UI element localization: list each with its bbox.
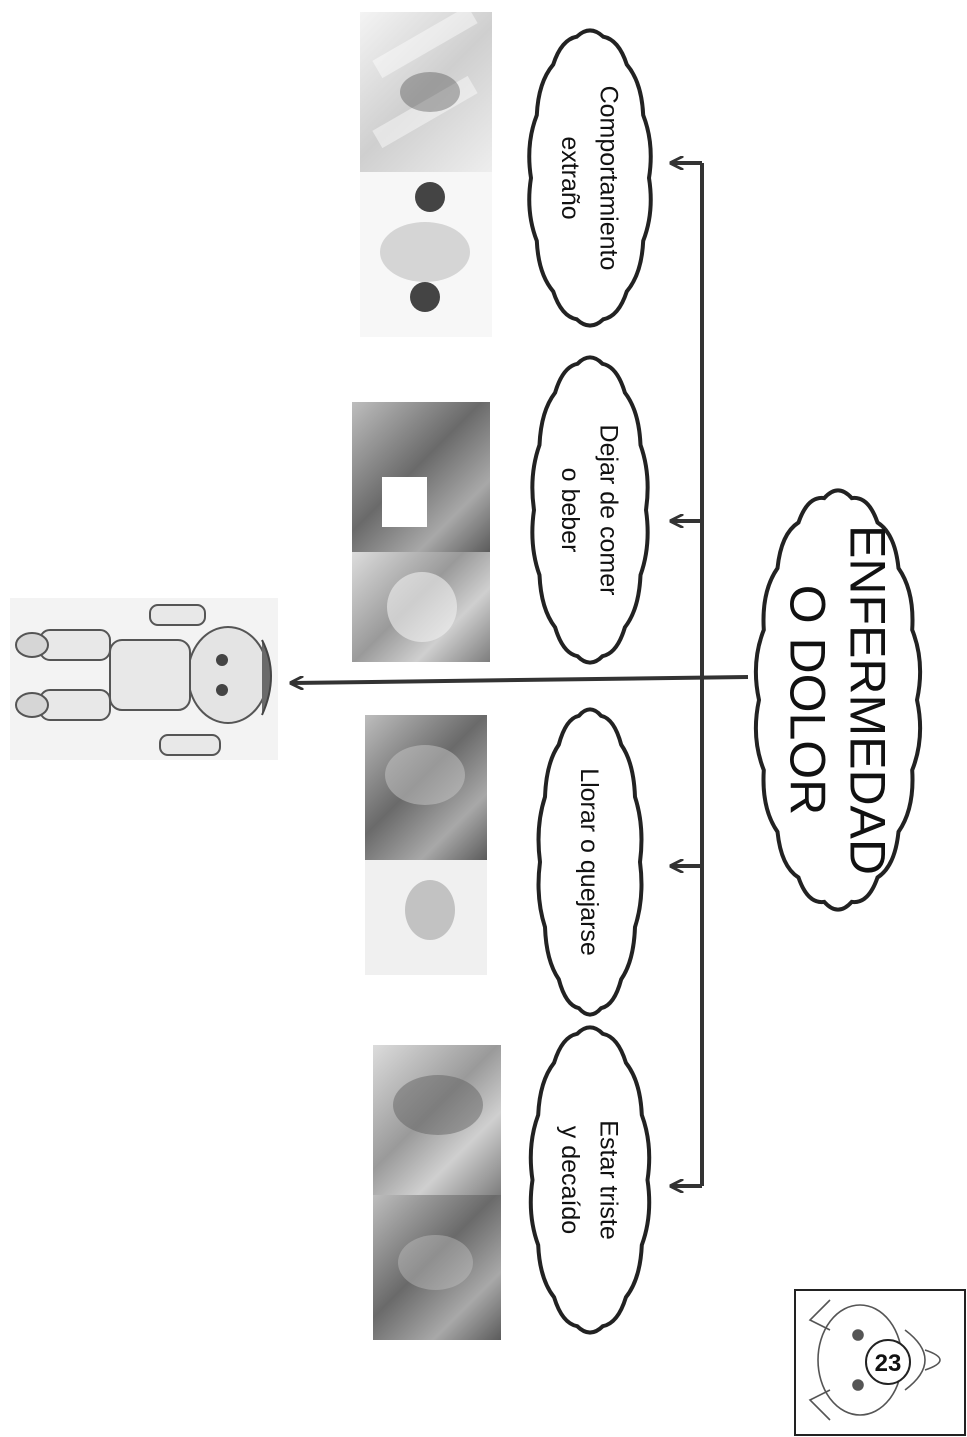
dog-crying-illustration (365, 860, 487, 975)
page-number: 23 (875, 1350, 902, 1377)
dog-food-photo (352, 402, 490, 552)
center-cloud-label: ENFERMEDADO DOLOR (780, 525, 896, 875)
branch-cloud-4-outline (528, 1025, 652, 1335)
dog-in-crate-photo (360, 5, 492, 172)
branch-cloud-2-label: Dejar de comero beber (556, 425, 622, 596)
branch-cloud-3-outline (536, 707, 644, 1017)
arrow-to-boy (292, 675, 749, 683)
branch-cloud-1-outline (527, 28, 653, 328)
branch-cloud-4: Estar tristey decaído (528, 1025, 652, 1335)
branch-cloud-3: Llorar o quejarse (536, 707, 644, 1017)
branch-cloud-2-outline (530, 355, 650, 665)
branch-cloud-1: Comportamientoextraño (527, 28, 653, 328)
branch-cloud-3-label: Llorar o quejarse (575, 768, 603, 956)
connectors (292, 163, 749, 1186)
dog-face-photo (352, 552, 490, 662)
branch-cloud-1-label: Comportamientoextraño (556, 86, 622, 271)
page-number-badge: 23 (794, 1289, 966, 1436)
center-cloud: ENFERMEDADO DOLOR (753, 488, 923, 912)
branch-cloud-4-label: Estar tristey decaído (556, 1120, 622, 1239)
dog-lying-photo (365, 715, 487, 860)
cartoon-dog-illustration (360, 172, 492, 337)
sad-dog-photo (373, 1045, 501, 1195)
branch-cloud-2: Dejar de comero beber (530, 355, 650, 665)
center-cloud-outline (753, 488, 923, 912)
cartoon-boy-illustration (10, 598, 278, 760)
dog-resting-photo (373, 1195, 501, 1340)
